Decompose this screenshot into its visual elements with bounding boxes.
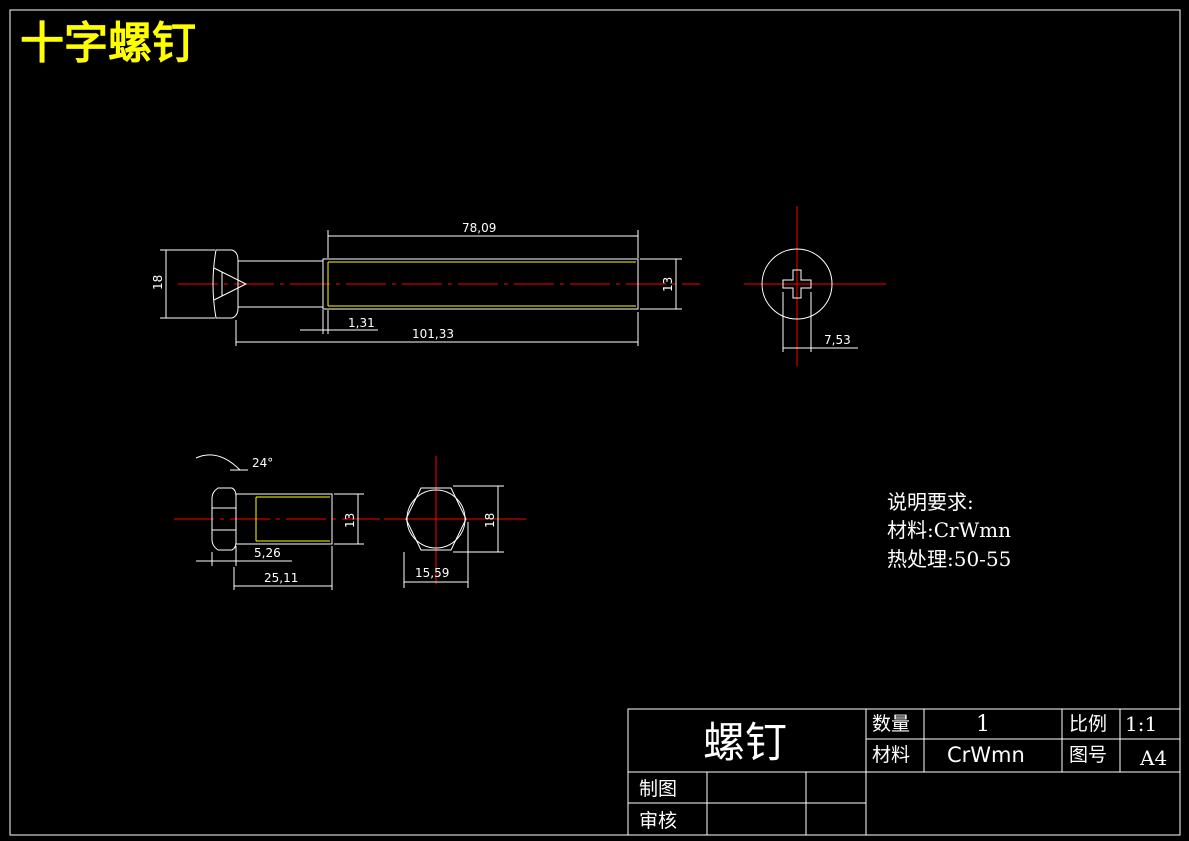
screw-head-outline <box>212 249 239 319</box>
drawing-no-label: 图号 <box>1069 744 1107 766</box>
dim-head-height: 18 <box>151 275 165 290</box>
dim-shank-dia: 13 <box>661 277 675 292</box>
hex-bolt-side-view: 24° 13 5,26 25,11 <box>174 454 380 590</box>
material-value: CrWmn <box>947 743 1025 767</box>
notes-material: 材料:CrWmn <box>887 518 1011 542</box>
hex-thread-body <box>235 493 333 545</box>
dim-thread-length: 78,09 <box>462 221 496 235</box>
end-view: 7,53 <box>744 206 886 366</box>
dim-slot-width: 7,53 <box>824 333 851 347</box>
thread-body <box>322 258 639 310</box>
notes-heading: 说明要求: <box>887 490 974 514</box>
material-label: 材料 <box>872 744 910 766</box>
head-circle <box>761 248 833 320</box>
quantity-label: 数量 <box>872 713 910 735</box>
scale-value: 1:1 <box>1125 712 1157 736</box>
part-name: 螺钉 <box>703 718 787 767</box>
checked-by-label: 审核 <box>639 810 677 832</box>
dim-hex-total-length: 25,11 <box>264 571 298 585</box>
dim-hex-width: 15,59 <box>415 566 449 580</box>
dim-head-step: 1,31 <box>348 316 375 330</box>
dim-hex-thread-length: 5,26 <box>254 546 281 560</box>
hex-end-view: 18 15,59 <box>384 456 526 588</box>
dim-hex-height: 18 <box>483 513 497 528</box>
dim-total-length: 101,33 <box>412 327 454 341</box>
dim-hex-shank-dia: 13 <box>343 513 357 528</box>
technical-notes: 说明要求: 材料:CrWmn 热处理:50-55 <box>887 490 1011 571</box>
sheet-border <box>9 9 1181 836</box>
hex-head-side <box>211 487 237 551</box>
drawn-by-label: 制图 <box>639 778 677 800</box>
drawing-no-value: A4 <box>1139 746 1167 770</box>
notes-heat-treatment: 热处理:50-55 <box>887 547 1011 571</box>
side-view: 18 78,09 13 1,31 101,33 <box>151 221 700 346</box>
hex-outline <box>405 487 467 551</box>
title-block <box>627 708 1181 836</box>
quantity-value: 1 <box>976 712 990 737</box>
phillips-slot <box>213 267 248 301</box>
drawing-title: 十字螺钉 <box>20 18 196 69</box>
dim-chamfer-angle: 24° <box>252 456 273 470</box>
scale-label: 比例 <box>1069 713 1107 735</box>
hex-inner-circle <box>406 489 466 549</box>
cross-recess <box>782 269 812 299</box>
